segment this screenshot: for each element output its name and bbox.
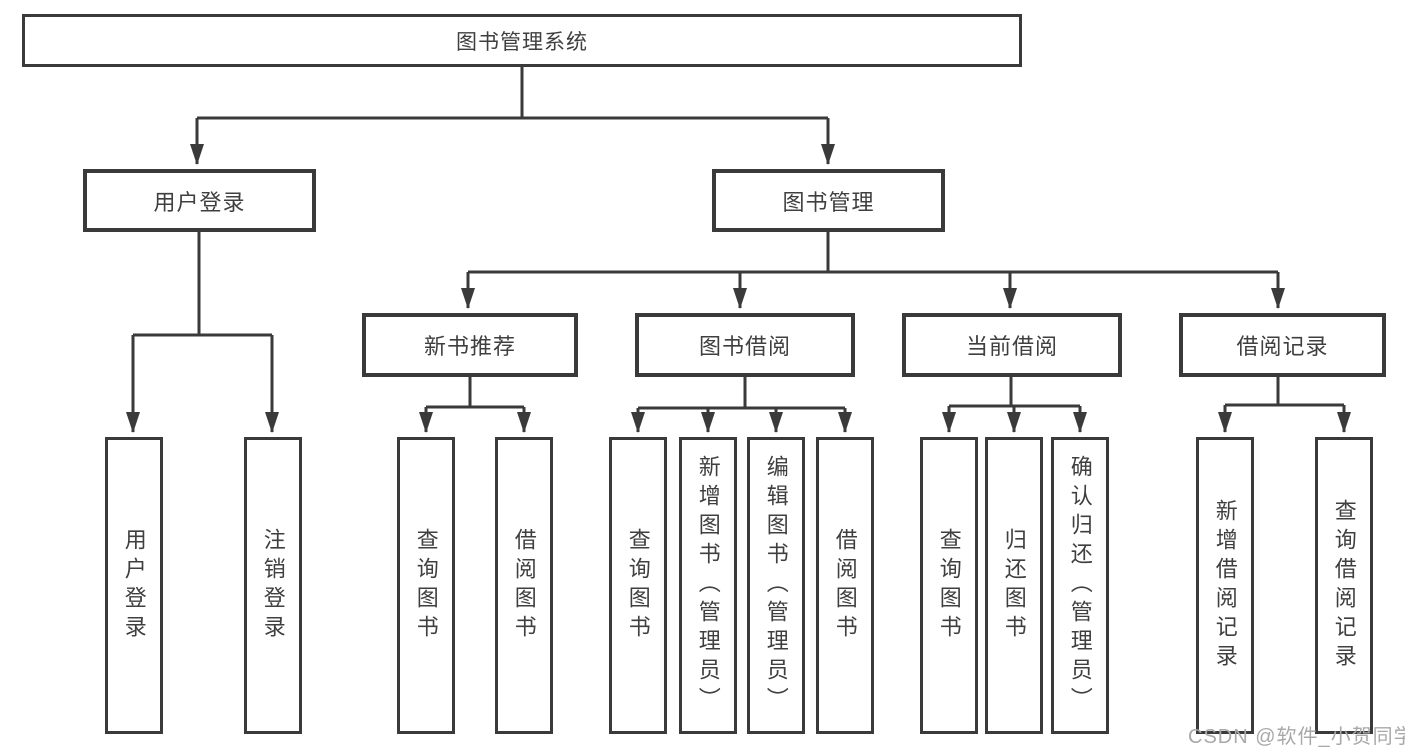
watermark-text: CSDN @软件_小贺同学 [1188,726,1405,748]
leaf-query-books-borrow: 查询图书 [609,437,667,734]
leaf-confirm-return-admin: 确认归还（管理员） [1051,437,1109,734]
leaf-borrow-books: 借阅图书 [816,437,874,734]
leaf-add-borrow-record: 新增借阅记录 [1196,437,1254,734]
leaf-user-login: 用户登录 [105,437,163,734]
node-new-book-recommend: 新书推荐 [362,313,578,377]
leaf-query-books-current: 查询图书 [920,437,978,734]
node-root-system: 图书管理系统 [22,14,1022,67]
leaf-add-books-admin: 新增图书（管理员） [679,437,737,734]
leaf-return-books: 归还图书 [985,437,1043,734]
node-borrow-record: 借阅记录 [1179,313,1386,377]
node-user-login: 用户登录 [83,169,316,232]
leaf-edit-books-admin: 编辑图书（管理员） [747,437,805,734]
node-book-borrow: 图书借阅 [635,313,855,377]
leaf-query-books-recommend: 查询图书 [397,437,455,734]
leaf-query-borrow-record: 查询借阅记录 [1315,437,1373,734]
leaf-logout: 注销登录 [244,437,302,734]
node-book-management: 图书管理 [712,169,945,232]
node-current-borrow: 当前借阅 [902,313,1122,377]
leaf-borrow-books-recommend: 借阅图书 [495,437,553,734]
